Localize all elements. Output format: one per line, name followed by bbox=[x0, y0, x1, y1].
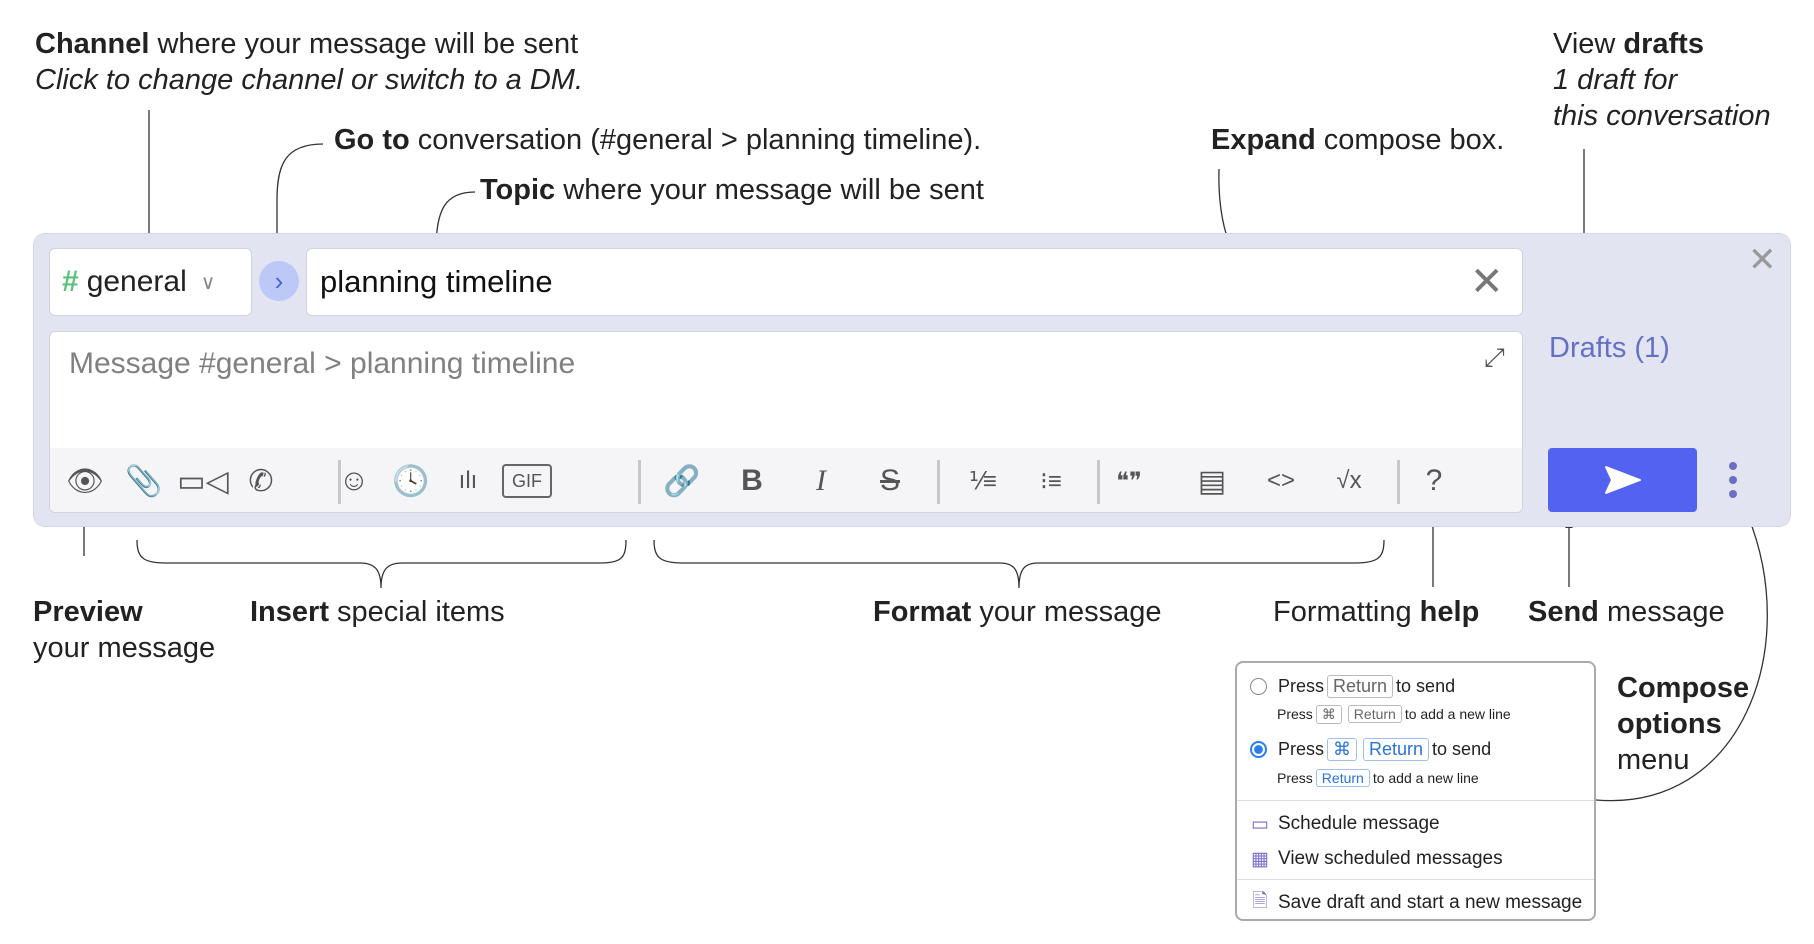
message-placeholder: Message #general > planning timeline bbox=[69, 347, 576, 380]
topic-input[interactable]: planning timeline bbox=[306, 248, 1523, 316]
send-annotation: Send message bbox=[1528, 596, 1725, 628]
goto-connector bbox=[273, 143, 324, 254]
expand-annotation: Expand compose box. bbox=[1211, 124, 1505, 156]
toolbar-separator bbox=[1397, 460, 1400, 504]
insert-brace bbox=[136, 539, 627, 589]
send-button[interactable] bbox=[1548, 448, 1697, 512]
numbered-list-icon[interactable]: ⅟≡ bbox=[969, 467, 997, 495]
link-icon[interactable]: 🔗 bbox=[663, 464, 701, 498]
bullet-list-icon[interactable]: ⁝≡ bbox=[1040, 467, 1062, 495]
smiley-icon[interactable]: ☺ bbox=[338, 464, 370, 497]
quote-icon[interactable]: ❝❞ bbox=[1116, 467, 1142, 495]
menu-item-save-draft[interactable]: 🗎Save draft and start a new message bbox=[1250, 888, 1582, 918]
topic-value: planning timeline bbox=[320, 264, 553, 299]
hash-icon: # bbox=[62, 265, 79, 298]
format-brace bbox=[653, 539, 1385, 589]
menu-divider bbox=[1237, 879, 1594, 880]
insert-annotation: Insert special items bbox=[250, 596, 505, 628]
help-annotation: Formatting help bbox=[1273, 596, 1480, 628]
file-check-icon: 🗎 bbox=[1252, 891, 1268, 912]
format-toolbar: 👁 📎 ▭◁ ✆ ☺ 🕓 ılı GIF 🔗 B I S ⅟≡ ⁝≡ ❝❞ ▤ <> √x? bbox=[50, 448, 1522, 512]
math-icon[interactable]: √x bbox=[1336, 467, 1362, 494]
drafts-link[interactable]: Drafts (1) bbox=[1549, 332, 1670, 364]
close-compose-icon[interactable]: ✕ bbox=[1748, 241, 1777, 279]
menu-divider bbox=[1237, 800, 1594, 801]
radio-return-to-send[interactable] bbox=[1250, 677, 1267, 695]
channel-picker[interactable]: #general ∨ bbox=[49, 248, 252, 316]
video-camera-icon[interactable]: ▭◁ bbox=[177, 464, 229, 498]
bold-icon[interactable]: B bbox=[741, 464, 763, 497]
toolbar-separator bbox=[1097, 460, 1100, 504]
radio-cmd-return-to-send[interactable] bbox=[1250, 740, 1267, 758]
phone-icon[interactable]: ✆ bbox=[248, 464, 274, 498]
chevron-right-icon: › bbox=[274, 265, 284, 296]
italic-icon[interactable]: I bbox=[816, 464, 826, 497]
toolbar-separator bbox=[338, 460, 341, 504]
toolbar-separator bbox=[937, 460, 940, 504]
clear-topic-icon[interactable]: ✕ bbox=[1470, 260, 1504, 304]
clock-icon[interactable]: 🕓 bbox=[392, 464, 430, 498]
send-icon bbox=[1604, 466, 1641, 494]
code-icon[interactable]: <> bbox=[1266, 467, 1296, 494]
calendar-icon: ▭ bbox=[1251, 813, 1269, 835]
channel-name: general bbox=[86, 265, 187, 298]
menu-item-view-scheduled[interactable]: ▦View scheduled messages bbox=[1251, 848, 1503, 870]
menu-item-schedule-message[interactable]: ▭Schedule message bbox=[1251, 813, 1440, 835]
chevron-down-icon: ∨ bbox=[200, 271, 216, 294]
spoiler-icon[interactable]: ▤ bbox=[1197, 464, 1227, 498]
go-to-conversation-button[interactable]: › bbox=[259, 261, 299, 301]
goto-annotation: Go to conversation (#general > planning … bbox=[334, 124, 982, 156]
topic-annotation: Topic where your message will be sent bbox=[480, 174, 984, 206]
poll-icon[interactable]: ılı bbox=[458, 467, 478, 494]
calendar-grid-icon: ▦ bbox=[1251, 848, 1269, 870]
help-icon[interactable]: ? bbox=[1425, 464, 1443, 497]
options-connector bbox=[1595, 512, 1768, 802]
format-annotation: Format your message bbox=[873, 596, 1162, 628]
eye-icon[interactable]: 👁 bbox=[65, 464, 105, 498]
message-textarea[interactable]: Message #general > planning timeline ⤢ 👁… bbox=[49, 331, 1523, 513]
compose-options-button[interactable] bbox=[1723, 458, 1743, 502]
strikethrough-icon[interactable]: S bbox=[879, 464, 900, 497]
gif-icon[interactable]: GIF bbox=[502, 464, 552, 498]
expand-icon[interactable]: ⤢ bbox=[1484, 342, 1505, 372]
toolbar-separator bbox=[638, 460, 641, 504]
paperclip-icon[interactable]: 📎 bbox=[125, 464, 163, 498]
